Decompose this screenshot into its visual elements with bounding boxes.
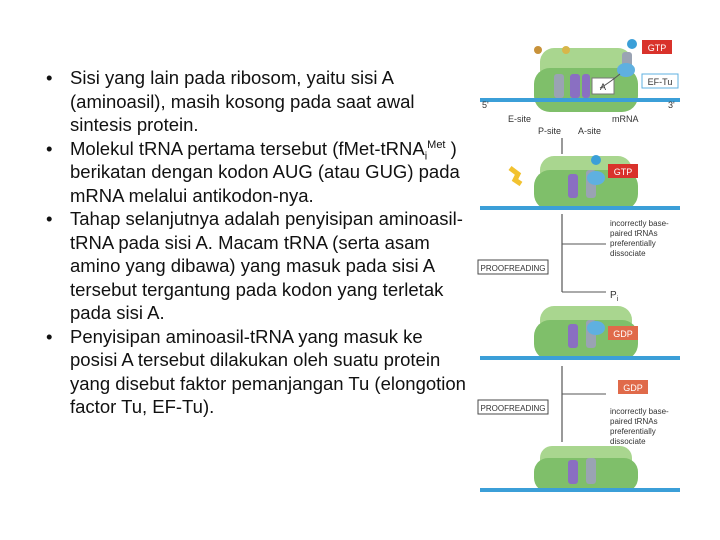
- superscript: Met: [427, 138, 446, 151]
- proofreading-label: PROOFREADING: [481, 404, 546, 413]
- mrna-label: mRNA: [612, 114, 639, 124]
- incorrect-text-line: dissociate: [610, 249, 646, 258]
- trna-p-site: [570, 74, 580, 98]
- incorrect-text-line: incorrectly base-: [610, 219, 669, 228]
- trna-p-site: [568, 174, 578, 198]
- gtp-label: GTP: [614, 167, 633, 177]
- arrow: [599, 73, 621, 89]
- amino-acid: [562, 46, 570, 54]
- gdp-label: GDP: [613, 329, 633, 339]
- proofreading-box: [477, 259, 549, 275]
- trna-a-site: [586, 458, 596, 484]
- incorrect-text-line: paired tRNAs: [610, 229, 658, 238]
- bullet-text: ) berikatan dengan kodon AUG (atau GUG) …: [70, 137, 460, 206]
- ef-tu-protein: [587, 321, 605, 335]
- trna-p-site: [568, 460, 578, 484]
- amino-acid: [627, 39, 637, 49]
- gtp-box: [608, 164, 638, 178]
- incorrect-text-line: paired tRNAs: [610, 417, 658, 426]
- gtp-label: GTP: [648, 43, 667, 53]
- amino-acid: [534, 46, 542, 54]
- gdp-label: GDP: [623, 383, 643, 393]
- bullet-text: Tahap selanjutnya adalah penyisipan amin…: [70, 208, 463, 323]
- ef-tu-protein: [617, 63, 635, 77]
- three-prime-label: 3': [668, 100, 675, 110]
- panel-4: [480, 446, 680, 492]
- e-site-label: E-site: [508, 114, 531, 124]
- proofreading-box: [477, 399, 549, 415]
- bullet-item: Molekul tRNA pertama tersebut (fMet-tRNA…: [44, 137, 474, 208]
- ef-tu-label: EF-Tu: [648, 77, 673, 87]
- bullet-item: Penyisipan aminoasil-tRNA yang masuk ke …: [44, 325, 474, 419]
- incorrect-text-line: preferentially: [610, 239, 656, 248]
- gdp-box: [608, 326, 638, 340]
- panel-2: GTP incorrectly base- paired tRNAs prefe…: [477, 138, 680, 303]
- p-site-label: P-site: [538, 126, 561, 136]
- proofreading-label: PROOFREADING: [481, 264, 546, 273]
- bullet-text: Sisi yang lain pada ribosom, yaitu sisi …: [70, 67, 415, 135]
- translation-elongation-figure: A GTP EF-Tu 5' 3' E-site P-site A-site m…: [477, 39, 680, 492]
- amino-acid: [591, 155, 601, 165]
- incorrect-text-line: dissociate: [610, 437, 646, 446]
- trna-e-site: [554, 74, 564, 98]
- trna-p-site: [582, 74, 590, 98]
- trna-p-site: [568, 324, 578, 348]
- five-prime-label: 5': [482, 100, 489, 110]
- gtp-box: [642, 40, 672, 54]
- bullet-item: Tahap selanjutnya adalah penyisipan amin…: [44, 207, 474, 325]
- gdp-box: [618, 380, 648, 394]
- bullet-text: Penyisipan aminoasil-tRNA yang masuk ke …: [70, 325, 466, 418]
- panel-3: GDP GDP PROOFREADING incorrectly base- p…: [477, 306, 680, 446]
- bullet-text: Molekul tRNA pertama tersebut (fMet-tRNA: [70, 137, 425, 159]
- a-box-label: A: [600, 82, 606, 92]
- subscript: i: [424, 150, 428, 163]
- pi-label: Pi: [610, 290, 619, 303]
- ef-tu-protein: [587, 171, 605, 185]
- incorrect-text-line: incorrectly base-: [610, 407, 669, 416]
- released-trna: [508, 166, 523, 187]
- bullet-item: Sisi yang lain pada ribosom, yaitu sisi …: [44, 66, 474, 137]
- bullet-list: Sisi yang lain pada ribosom, yaitu sisi …: [44, 66, 474, 419]
- a-site-label: A-site: [578, 126, 601, 136]
- panel-1: A GTP EF-Tu 5' 3' E-site P-site A-site m…: [480, 39, 680, 136]
- ef-tu-box: [641, 73, 679, 89]
- incorrect-text-line: preferentially: [610, 427, 656, 436]
